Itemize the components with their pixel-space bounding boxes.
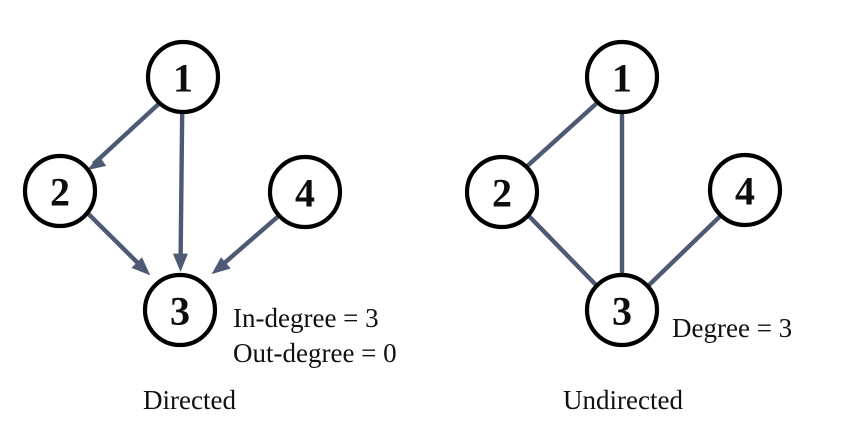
directed-edge-2-to-3 [86, 211, 151, 276]
undirected-node-3[interactable]: 3 [584, 272, 660, 348]
arrowhead-icon [211, 257, 231, 275]
in-degree-label: In-degree = 3 [233, 303, 379, 333]
node-label: 4 [295, 171, 315, 216]
caption-directed: Directed [143, 385, 236, 415]
undirected-node-4[interactable]: 4 [707, 152, 783, 228]
directed-edge-1-to-3 [172, 111, 188, 272]
node-label: 4 [735, 169, 755, 214]
node-label: 2 [492, 171, 512, 216]
node-label: 1 [612, 56, 632, 101]
directed-edge-4-to-3 [211, 213, 281, 275]
directed-node-2[interactable]: 2 [22, 153, 98, 229]
node-label: 1 [173, 56, 193, 101]
undirected-node-1[interactable]: 1 [584, 39, 660, 115]
arrowhead-icon [86, 155, 107, 171]
out-degree-label: Out-degree = 0 [233, 337, 397, 368]
undirected-edges-group [524, 100, 723, 288]
directed-node-1[interactable]: 1 [145, 39, 221, 115]
arrowhead-icon [131, 257, 151, 276]
degree-label: Degree = 3 [672, 313, 793, 343]
undirected-edge-1-2 [524, 100, 600, 169]
directed-node-3[interactable]: 3 [142, 272, 218, 348]
node-label: 3 [612, 289, 632, 334]
directed-edge-1-to-2 [86, 102, 161, 171]
node-label: 3 [170, 289, 190, 334]
directed-degree-annotation: In-degree = 3 Out-degree = 0 [233, 301, 397, 370]
undirected-node-2[interactable]: 2 [464, 154, 540, 230]
undirected-edge-4-3 [646, 213, 723, 288]
undirected-graph-panel: 1 2 3 4 [464, 39, 783, 348]
undirected-edge-2-3 [527, 214, 599, 288]
node-label: 2 [50, 170, 70, 215]
caption-undirected: Undirected [563, 385, 683, 415]
directed-edges-group [86, 102, 281, 276]
directed-node-4[interactable]: 4 [267, 154, 343, 230]
arrowhead-icon [172, 253, 188, 272]
undirected-degree-annotation: Degree = 3 [672, 311, 792, 346]
directed-graph-panel: 1 2 3 4 [22, 39, 343, 348]
